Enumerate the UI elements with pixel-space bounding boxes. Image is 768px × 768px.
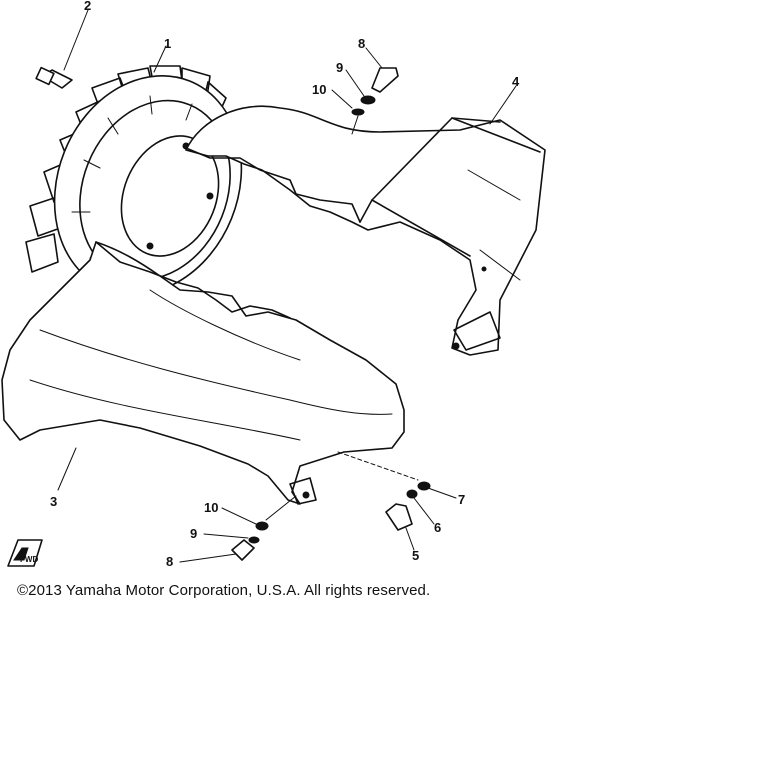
copyright-notice: ©2013 Yamaha Motor Corporation, U.S.A. A… [17, 582, 431, 599]
part-label-4: 4 [512, 74, 520, 89]
leader-part-4 [489, 85, 517, 125]
part-label-5: 5 [412, 548, 419, 563]
part-label-10-bottom: 10 [204, 500, 218, 515]
part-label-7: 7 [458, 492, 465, 507]
part-label-6: 6 [434, 520, 441, 535]
forward-direction-marker: FWD [7, 539, 43, 567]
bottom-fastener-set [179, 495, 297, 563]
top-fastener-set [331, 47, 399, 135]
part-label-9-bottom: 9 [190, 526, 197, 541]
part-label-3: 3 [50, 494, 57, 509]
part-label-8-bottom: 8 [166, 554, 173, 569]
part-label-8-top: 8 [358, 36, 365, 51]
part-label-9-top: 9 [336, 60, 343, 75]
upper-air-shroud [185, 105, 546, 356]
part-label-1: 1 [164, 36, 171, 51]
leader-part-1 [153, 45, 167, 73]
right-fastener-set [337, 451, 457, 551]
part-label-10-top: 10 [312, 82, 326, 97]
forward-marker-text: FWD [20, 555, 38, 564]
bolt-part-2 [35, 9, 89, 89]
part-label-2: 2 [84, 0, 91, 13]
flywheel-fan [25, 65, 243, 295]
lower-air-shroud [1, 241, 405, 505]
leader-part-3 [57, 447, 77, 491]
